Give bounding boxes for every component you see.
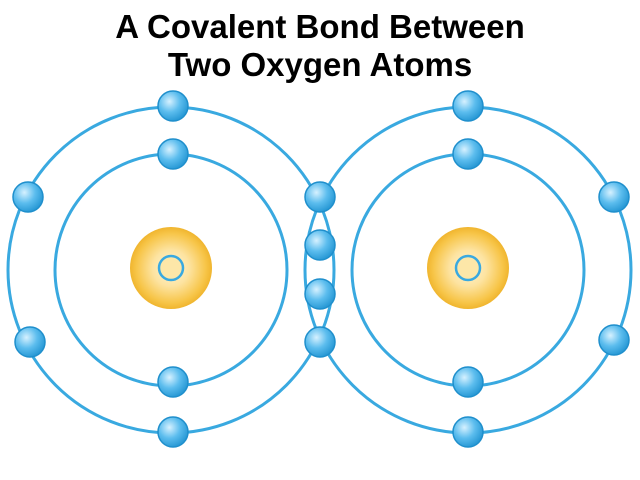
electron xyxy=(452,90,484,122)
diagram-title: A Covalent Bond Between Two Oxygen Atoms xyxy=(0,8,640,84)
shared-electron xyxy=(304,229,336,261)
electron xyxy=(598,324,630,356)
electron xyxy=(157,90,189,122)
electron xyxy=(157,416,189,448)
shared-electron xyxy=(304,181,336,213)
title-line-1: A Covalent Bond Between xyxy=(115,8,525,45)
electron xyxy=(452,366,484,398)
electron xyxy=(157,138,189,170)
electron xyxy=(452,138,484,170)
electron xyxy=(452,416,484,448)
title-line-2: Two Oxygen Atoms xyxy=(167,46,473,83)
nucleus-center xyxy=(454,254,482,282)
nucleus-center xyxy=(157,254,185,282)
electron xyxy=(157,366,189,398)
electron xyxy=(12,181,44,213)
shared-electron xyxy=(304,278,336,310)
shared-electron xyxy=(304,326,336,358)
electron xyxy=(14,326,46,358)
electron xyxy=(598,181,630,213)
electrons xyxy=(12,90,630,448)
